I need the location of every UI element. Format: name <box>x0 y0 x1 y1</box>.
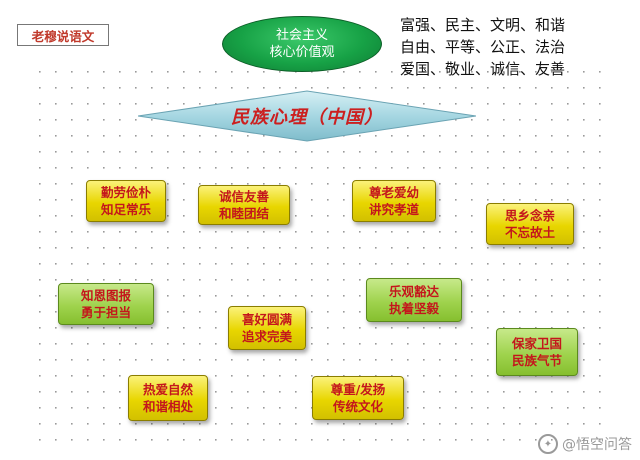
trait-node-9-line-2: 和谐相处 <box>142 399 193 414</box>
trait-node-7-line-2: 执着坚毅 <box>388 301 439 316</box>
trait-node-5-line-2: 勇于担当 <box>80 305 131 320</box>
trait-node-7: 乐观豁达 执着坚毅 <box>366 278 462 322</box>
trait-node-9: 热爱自然 和谐相处 <box>128 375 208 421</box>
trait-node-2-line-1: 诚信友善 <box>218 189 269 204</box>
watermark: ✦ @悟空问答 <box>538 434 632 454</box>
trait-node-5: 知恩图报 勇于担当 <box>58 283 154 325</box>
trait-node-2: 诚信友善 和睦团结 <box>198 185 290 225</box>
trait-node-10: 尊重/发扬 传统文化 <box>312 376 404 420</box>
oval-line-2: 核心价值观 <box>269 45 335 60</box>
core-values-line-1: 富强、民主、文明、和谐 <box>400 16 566 34</box>
core-values-oval: 社会主义 核心价值观 <box>222 16 382 72</box>
trait-node-4-line-2: 不忘故土 <box>504 225 555 240</box>
oval-line-1: 社会主义 <box>275 28 328 43</box>
trait-node-7-line-1: 乐观豁达 <box>388 284 439 299</box>
trait-node-3: 尊老爱幼 讲究孝道 <box>352 180 436 222</box>
trait-node-1: 勤劳俭朴 知足常乐 <box>86 180 166 222</box>
trait-node-9-line-1: 热爱自然 <box>142 382 193 397</box>
trait-node-10-line-2: 传统文化 <box>332 399 383 414</box>
watermark-text: @悟空问答 <box>562 437 632 453</box>
trait-node-10-line-1: 尊重/发扬 <box>330 382 386 397</box>
trait-node-1-line-1: 勤劳俭朴 <box>100 185 151 200</box>
trait-node-3-line-1: 尊老爱幼 <box>368 185 419 200</box>
trait-node-8: 保家卫国 民族气节 <box>496 328 578 376</box>
core-values-line-2: 自由、平等、公正、法治 <box>400 38 566 56</box>
core-values-line-3: 爱国、敬业、诚信、友善 <box>400 60 566 78</box>
center-diamond-shape <box>138 90 476 142</box>
trait-node-8-line-2: 民族气节 <box>511 353 562 368</box>
center-title: 民族心理（中国） <box>231 107 383 128</box>
trait-node-3-line-2: 讲究孝道 <box>368 202 419 217</box>
trait-node-2-line-2: 和睦团结 <box>218 206 269 221</box>
brand-label: 老穆说语文 <box>17 24 109 46</box>
trait-node-4: 思乡念亲 不忘故土 <box>486 203 574 245</box>
wukong-logo-icon: ✦ <box>538 434 558 454</box>
core-values-list: 富强、民主、文明、和谐 自由、平等、公正、法治 爱国、敬业、诚信、友善 <box>400 14 630 80</box>
trait-node-8-line-1: 保家卫国 <box>511 336 562 351</box>
trait-node-4-line-1: 思乡念亲 <box>504 208 555 223</box>
trait-node-6-line-2: 追求完美 <box>241 329 292 344</box>
trait-node-5-line-1: 知恩图报 <box>80 288 131 303</box>
trait-node-1-line-2: 知足常乐 <box>100 202 151 217</box>
trait-node-6-line-1: 喜好圆满 <box>241 312 292 327</box>
trait-node-6: 喜好圆满 追求完美 <box>228 306 306 350</box>
